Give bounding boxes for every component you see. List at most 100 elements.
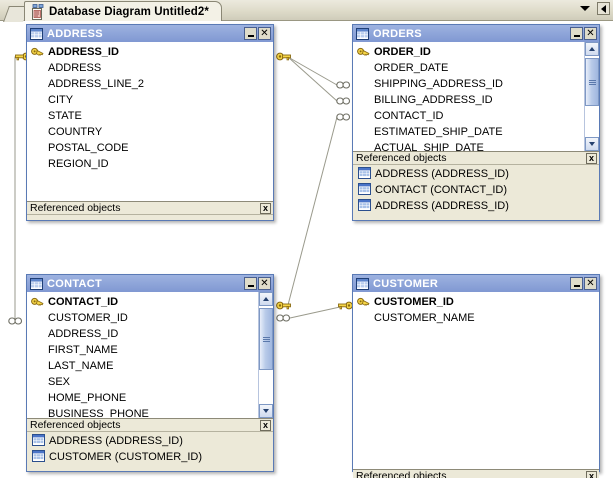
relation-endpoint-many[interactable] xyxy=(336,112,351,125)
column-list-panel[interactable]: CONTACT_ID CUSTOMER_ID ADDRESS_ID FIRST_NAM… xyxy=(27,292,273,418)
relation-address-orders-shipping xyxy=(287,56,338,86)
referenced-object-item[interactable]: ADDRESS (ADDRESS_ID) xyxy=(353,198,599,214)
column-list-panel[interactable]: CUSTOMER_ID CUSTOMER_NAME xyxy=(353,292,599,469)
relation-address-orders-billing xyxy=(287,56,338,102)
column-row[interactable]: CUSTOMER_ID xyxy=(27,310,258,326)
table-window-buttons: ✕ xyxy=(570,277,597,290)
relation-endpoint-many[interactable] xyxy=(276,313,291,326)
column-row[interactable]: ORDER_DATE xyxy=(353,60,584,76)
column-name: CUSTOMER_NAME xyxy=(374,312,475,324)
column-row[interactable]: POSTAL_CODE xyxy=(27,140,273,156)
column-row[interactable]: ADDRESS xyxy=(27,60,273,76)
close-panel-icon[interactable]: x xyxy=(260,419,271,431)
tab-strip-controls xyxy=(580,2,610,15)
column-row[interactable]: STATE xyxy=(27,108,273,124)
scroll-up-icon[interactable] xyxy=(585,42,599,56)
close-icon[interactable]: ✕ xyxy=(258,27,271,40)
relation-endpoint-key[interactable] xyxy=(276,51,292,65)
column-name: ORDER_ID xyxy=(374,46,431,58)
column-row[interactable]: REGION_ID xyxy=(27,156,273,172)
column-row[interactable]: BILLING_ADDRESS_ID xyxy=(353,92,584,108)
column-row[interactable]: ADDRESS_LINE_2 xyxy=(27,76,273,92)
table-title-bar[interactable]: ADDRESS✕ xyxy=(27,25,273,42)
table-window-contact[interactable]: CONTACT✕ CONTACT_ID CUSTOMER_ID ADDRESS_ID F… xyxy=(26,274,274,472)
table-title-bar[interactable]: ORDERS✕ xyxy=(353,25,599,42)
primary-key-icon xyxy=(31,47,48,58)
tab-database-diagram[interactable]: Database Diagram Untitled2* xyxy=(24,1,222,21)
referenced-objects-list xyxy=(27,215,273,218)
column-row-primary-key[interactable]: CONTACT_ID xyxy=(27,294,258,310)
relation-endpoint-key[interactable] xyxy=(276,300,292,314)
column-row[interactable]: SHIPPING_ADDRESS_ID xyxy=(353,76,584,92)
column-row[interactable]: SEX xyxy=(27,374,258,390)
nav-left-icon[interactable] xyxy=(597,2,610,15)
column-row[interactable]: CITY xyxy=(27,92,273,108)
table-icon xyxy=(356,277,369,290)
column-name: CONTACT_ID xyxy=(48,296,119,308)
close-icon[interactable]: ✕ xyxy=(584,27,597,40)
referenced-objects-label: Referenced objects xyxy=(356,470,447,478)
diagram-icon xyxy=(30,4,46,20)
referenced-object-item[interactable]: ADDRESS (ADDRESS_ID) xyxy=(27,433,273,449)
column-row[interactable]: ACTUAL_SHIP_DATE xyxy=(353,140,584,151)
column-row[interactable]: HOME_PHONE xyxy=(27,390,258,406)
scroll-down-icon[interactable] xyxy=(585,137,599,151)
column-row[interactable]: BUSINESS_PHONE xyxy=(27,406,258,418)
close-icon[interactable]: ✕ xyxy=(258,277,271,290)
column-row[interactable]: LAST_NAME xyxy=(27,358,258,374)
column-name: POSTAL_CODE xyxy=(48,142,129,154)
scrollbar-thumb[interactable] xyxy=(259,308,273,370)
table-icon xyxy=(32,449,45,465)
relation-endpoint-many[interactable] xyxy=(336,96,351,109)
table-title-bar[interactable]: CUSTOMER✕ xyxy=(353,275,599,292)
column-row[interactable]: COUNTRY xyxy=(27,124,273,140)
referenced-object-item[interactable]: CONTACT (CONTACT_ID) xyxy=(353,182,599,198)
close-panel-icon[interactable]: x xyxy=(260,202,271,214)
close-panel-icon[interactable]: x xyxy=(586,152,597,164)
column-name: CONTACT_ID xyxy=(374,110,444,122)
scroll-down-icon[interactable] xyxy=(259,404,273,418)
scroll-up-icon[interactable] xyxy=(259,292,273,306)
table-title-bar[interactable]: CONTACT✕ xyxy=(27,275,273,292)
column-name: ADDRESS_ID xyxy=(48,46,119,58)
relation-endpoint-key[interactable] xyxy=(337,300,353,314)
minimize-icon[interactable] xyxy=(244,27,257,40)
relation-endpoint-many[interactable] xyxy=(8,316,23,329)
column-row[interactable]: CUSTOMER_NAME xyxy=(353,310,599,326)
referenced-object-item[interactable]: ADDRESS (ADDRESS_ID) xyxy=(353,166,599,182)
referenced-objects-label: Referenced objects xyxy=(356,152,447,164)
column-row[interactable]: FIRST_NAME xyxy=(27,342,258,358)
column-row-primary-key[interactable]: CUSTOMER_ID xyxy=(353,294,599,310)
referenced-object-item[interactable]: CUSTOMER (CUSTOMER_ID) xyxy=(27,449,273,465)
minimize-icon[interactable] xyxy=(570,27,583,40)
column-row-primary-key[interactable]: ORDER_ID xyxy=(353,44,584,60)
column-list-scrollbar[interactable] xyxy=(258,292,273,418)
table-window-buttons: ✕ xyxy=(570,27,597,40)
minimize-icon[interactable] xyxy=(570,277,583,290)
column-row[interactable]: CONTACT_ID xyxy=(353,108,584,124)
column-name: ADDRESS_ID xyxy=(48,328,119,340)
column-row[interactable]: ADDRESS_ID xyxy=(27,326,258,342)
scrollbar-thumb[interactable] xyxy=(585,58,599,106)
column-row-primary-key[interactable]: ADDRESS_ID xyxy=(27,44,273,60)
table-window-customer[interactable]: CUSTOMER✕ CUSTOMER_ID CUSTOMER_NAME Referen… xyxy=(352,274,600,478)
table-icon xyxy=(32,433,45,449)
close-icon[interactable]: ✕ xyxy=(584,277,597,290)
relation-address-contact xyxy=(14,56,23,321)
column-list-scrollbar[interactable] xyxy=(584,42,599,151)
table-icon xyxy=(30,27,43,40)
close-panel-icon[interactable]: x xyxy=(586,470,597,478)
chevron-down-icon[interactable] xyxy=(580,6,590,11)
relation-endpoint-many[interactable] xyxy=(336,80,351,93)
minimize-icon[interactable] xyxy=(244,277,257,290)
primary-key-icon xyxy=(31,297,48,308)
column-row[interactable]: ESTIMATED_SHIP_DATE xyxy=(353,124,584,140)
